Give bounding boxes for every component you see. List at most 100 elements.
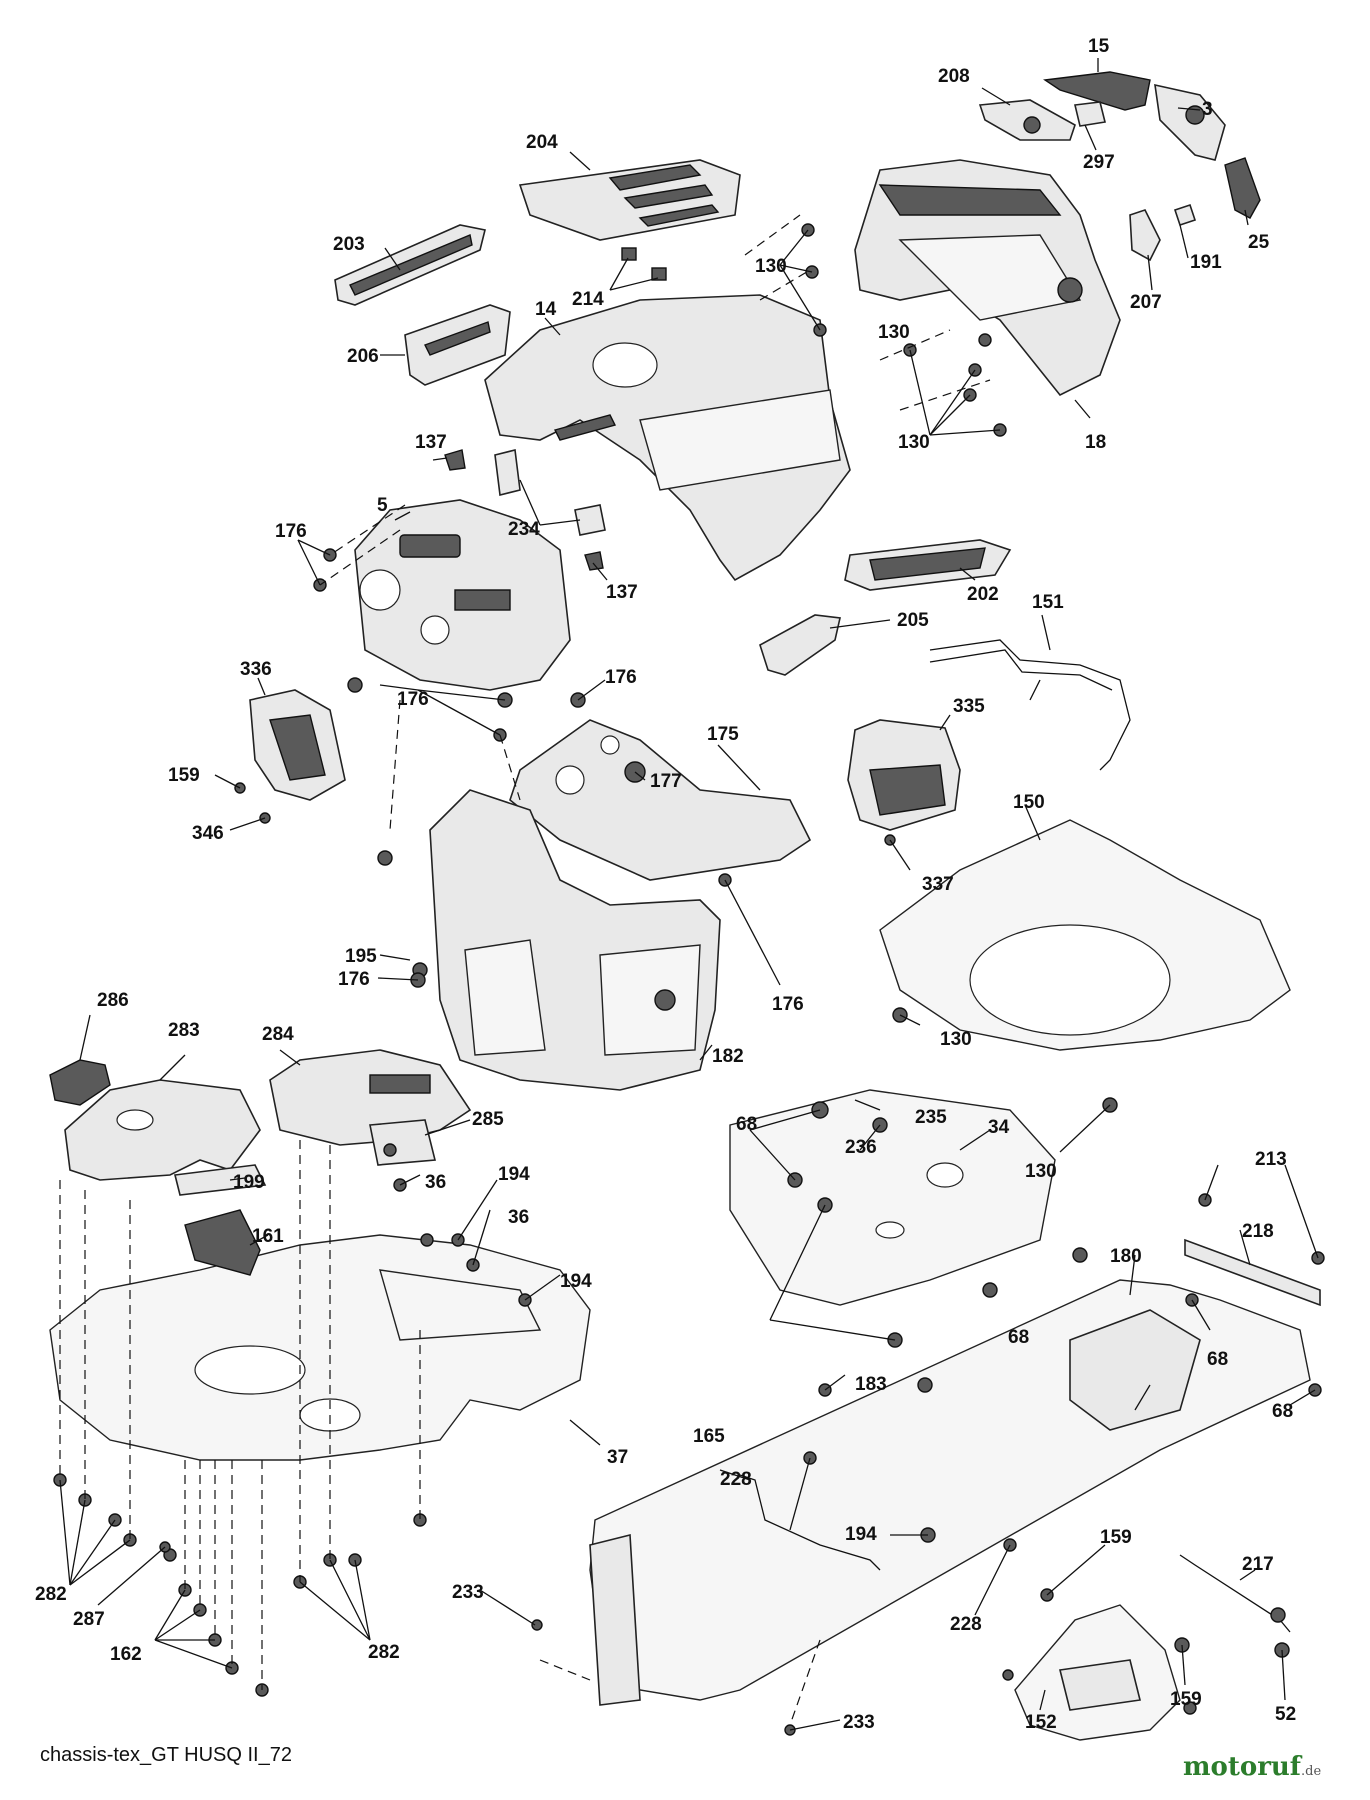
clip-137 (444, 449, 604, 571)
callout-346: 346 (192, 823, 224, 844)
cover-161 (184, 1209, 261, 1276)
callout-177: 177 (650, 771, 682, 792)
side-grille-203 (334, 224, 486, 306)
callout-194-b: 194 (560, 1271, 592, 1292)
watermark-tld: .de (1301, 1764, 1322, 1779)
diagram-caption: chassis-tex_GT HUSQ II_72 (40, 1744, 292, 1766)
assembly-lines (59, 214, 991, 1726)
bracket-285 (369, 1119, 437, 1166)
callout-137-b: 137 (606, 582, 638, 603)
rod-165 (739, 1474, 881, 1571)
hood-14 (484, 294, 851, 582)
clips-214 (621, 247, 667, 281)
callout-159-a: 159 (168, 765, 200, 786)
callout-130-a: 130 (755, 256, 787, 277)
callout-18: 18 (1085, 432, 1106, 453)
guard-152 (1014, 1604, 1181, 1741)
callout-233-b: 233 (843, 1712, 875, 1733)
callout-191: 191 (1190, 252, 1222, 273)
callout-161: 161 (252, 1226, 284, 1247)
hood-panel-206 (404, 304, 511, 386)
callout-206: 206 (347, 346, 379, 367)
callout-205: 205 (897, 610, 929, 631)
strip-15 (1043, 71, 1151, 111)
side-panel-3 (1154, 83, 1226, 161)
callout-236: 236 (845, 1137, 877, 1158)
callout-15: 15 (1088, 36, 1110, 57)
headlight-bezel-208 (978, 99, 1076, 141)
dash-panel-5 (354, 499, 571, 691)
callout-285: 285 (472, 1109, 504, 1130)
firewall-175 (509, 719, 812, 881)
callout-14: 14 (535, 299, 557, 320)
callout-204: 204 (526, 132, 558, 153)
cover-199 (174, 1164, 267, 1196)
callout-68-d: 68 (1272, 1401, 1293, 1422)
grille-202 (844, 539, 1012, 591)
callout-176-b: 176 (605, 667, 637, 688)
callout-165: 165 (693, 1426, 725, 1447)
callout-68-b: 68 (1008, 1327, 1029, 1348)
lens-297 (1074, 101, 1106, 127)
callout-152: 152 (1025, 1712, 1057, 1733)
callout-214: 214 (572, 289, 604, 310)
callout-297: 297 (1083, 152, 1115, 173)
front-bumper-18 (854, 159, 1121, 397)
floor-pan-150 (879, 819, 1291, 1051)
callout-233-a: 233 (452, 1582, 484, 1603)
callout-labels: 15 208 3 297 204 25 191 207 203 130 214 … (35, 36, 1296, 1733)
callout-130-c: 130 (898, 432, 930, 453)
bracket-218 (1184, 1238, 1321, 1307)
side-panel-336 (249, 689, 346, 801)
callout-176-c: 176 (397, 689, 429, 710)
callout-207: 207 (1130, 292, 1162, 313)
callout-176-e: 176 (772, 994, 804, 1015)
callout-36-a: 36 (425, 1172, 446, 1193)
callout-130-b: 130 (878, 322, 910, 343)
callout-213: 213 (1255, 1149, 1287, 1170)
trim-25 (1224, 157, 1261, 219)
callout-182: 182 (712, 1046, 744, 1067)
callout-34: 34 (988, 1117, 1010, 1138)
clip-191 (1173, 203, 1197, 227)
callout-176-a: 176 (275, 521, 307, 542)
callout-180: 180 (1110, 1246, 1142, 1267)
grille-205 (759, 614, 841, 676)
callout-335: 335 (953, 696, 985, 717)
front-panel-182 (429, 789, 721, 1091)
callout-286: 286 (97, 990, 129, 1011)
callout-195: 195 (345, 946, 377, 967)
callout-194-a: 194 (498, 1164, 530, 1185)
callout-68-c: 68 (1207, 1349, 1228, 1370)
callout-199: 199 (233, 1172, 265, 1193)
callout-159-b: 159 (1100, 1527, 1132, 1548)
callout-208: 208 (938, 66, 970, 87)
callout-235: 235 (915, 1107, 947, 1128)
callout-36-b: 36 (508, 1207, 529, 1228)
callout-159-c: 159 (1170, 1689, 1202, 1710)
watermark-brand: motoruf (1183, 1752, 1301, 1782)
callout-283: 283 (168, 1020, 200, 1041)
callout-228-a: 228 (720, 1469, 752, 1490)
leader-lines (59, 58, 1319, 1731)
callout-176-d: 176 (338, 969, 370, 990)
callout-194-c: 194 (845, 1524, 877, 1545)
callout-287: 287 (73, 1609, 105, 1630)
callout-25: 25 (1248, 232, 1270, 253)
callout-282-b: 282 (368, 1642, 400, 1663)
callout-137-a: 137 (415, 432, 447, 453)
callout-282-a: 282 (35, 1584, 67, 1605)
rod-217 (1179, 1554, 1291, 1633)
light-holder-207 (1129, 209, 1161, 262)
callout-234: 234 (508, 519, 540, 540)
callout-150: 150 (1013, 792, 1045, 813)
callout-337: 337 (922, 874, 954, 895)
callout-217: 217 (1242, 1554, 1274, 1575)
fender-deck-37 (49, 1234, 591, 1461)
callout-68-a: 68 (736, 1114, 757, 1135)
callout-162: 162 (110, 1644, 142, 1665)
callout-37: 37 (607, 1447, 628, 1468)
callout-130-e: 130 (1025, 1161, 1057, 1182)
callout-336: 336 (240, 659, 272, 680)
